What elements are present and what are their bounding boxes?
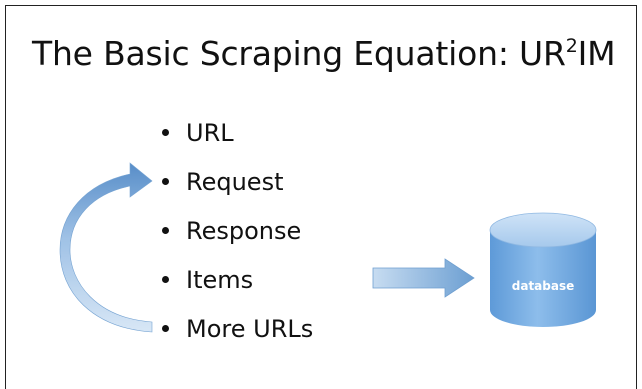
database-cylinder-icon: database xyxy=(489,212,597,327)
bullet-label: Request xyxy=(186,168,284,196)
title-text-end: IM xyxy=(577,34,616,73)
bullet-item-request: Request xyxy=(162,165,313,214)
slide-title: The Basic Scraping Equation: UR2IM xyxy=(32,34,616,73)
bullet-label: Items xyxy=(186,266,254,294)
bullet-item-response: Response xyxy=(162,214,313,263)
bullet-dot xyxy=(162,325,169,332)
bullet-list: URL Request Response Items More URLs xyxy=(162,116,313,361)
bullet-dot xyxy=(162,227,169,234)
title-superscript: 2 xyxy=(565,35,578,57)
bullet-label: More URLs xyxy=(186,315,314,343)
title-text: The Basic Scraping Equation: UR xyxy=(32,34,566,73)
bullet-dot xyxy=(162,129,169,136)
database-label: database xyxy=(512,279,575,293)
bullet-item-items: Items xyxy=(162,263,313,312)
bullet-item-url: URL xyxy=(162,116,313,165)
slide-frame: The Basic Scraping Equation: UR2IM xyxy=(5,5,637,389)
bullet-label: URL xyxy=(186,119,234,147)
curved-arrow-icon xyxy=(59,162,153,333)
bullet-item-more-urls: More URLs xyxy=(162,312,313,361)
bullet-dot xyxy=(162,178,169,185)
right-arrow-icon xyxy=(372,258,475,298)
bullet-dot xyxy=(162,276,169,283)
bullet-label: Response xyxy=(186,217,302,245)
